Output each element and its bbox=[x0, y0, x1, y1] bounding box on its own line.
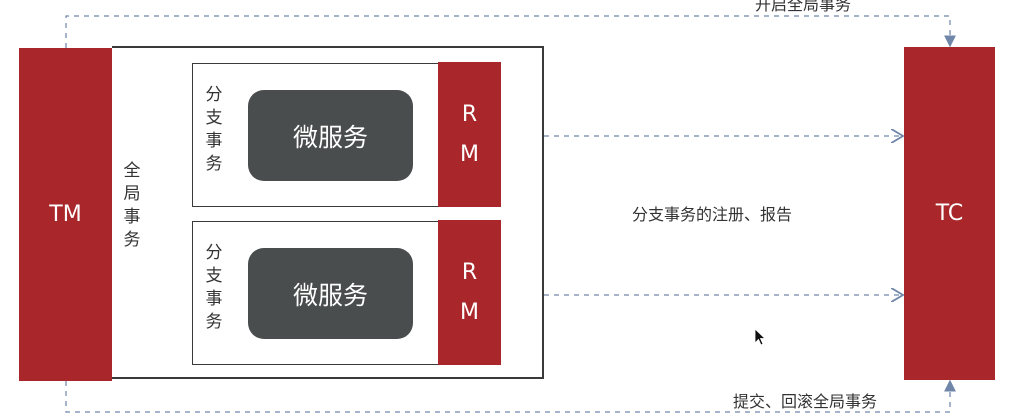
mouse-pointer-icon bbox=[754, 328, 766, 346]
branch-transaction-label: 分支事务 bbox=[205, 85, 223, 174]
rm-label-line2: M bbox=[460, 299, 479, 325]
rm-label-line1: R bbox=[461, 259, 478, 285]
rm-node: R M bbox=[438, 62, 501, 207]
branch-transaction-label: 分支事务 bbox=[205, 243, 223, 332]
open-global-transaction-label: 开启全局事务 bbox=[755, 0, 852, 14]
tc-node: TC bbox=[904, 47, 995, 380]
microservice-node: 微服务 bbox=[248, 90, 413, 181]
microservice-label: 微服务 bbox=[292, 122, 368, 152]
branch-transaction-box: 分支事务 微服务 R M bbox=[192, 62, 501, 207]
branch-register-report-label: 分支事务的注册、报告 bbox=[632, 205, 793, 224]
tm-node: TM bbox=[19, 48, 112, 381]
microservice-node: 微服务 bbox=[248, 248, 413, 339]
commit-rollback-global-transaction-label: 提交、回滚全局事务 bbox=[733, 392, 878, 411]
open-global-connector bbox=[65, 15, 956, 48]
rm-label-line1: R bbox=[461, 101, 478, 127]
branch-transaction-box: 分支事务 微服务 R M bbox=[192, 220, 501, 365]
rm-label-line2: M bbox=[460, 141, 479, 167]
tm-label: TM bbox=[49, 202, 82, 227]
microservice-label: 微服务 bbox=[292, 280, 368, 310]
tc-label: TC bbox=[935, 201, 964, 226]
rm-node: R M bbox=[438, 220, 501, 365]
global-transaction-label: 全局事务 bbox=[123, 161, 141, 250]
